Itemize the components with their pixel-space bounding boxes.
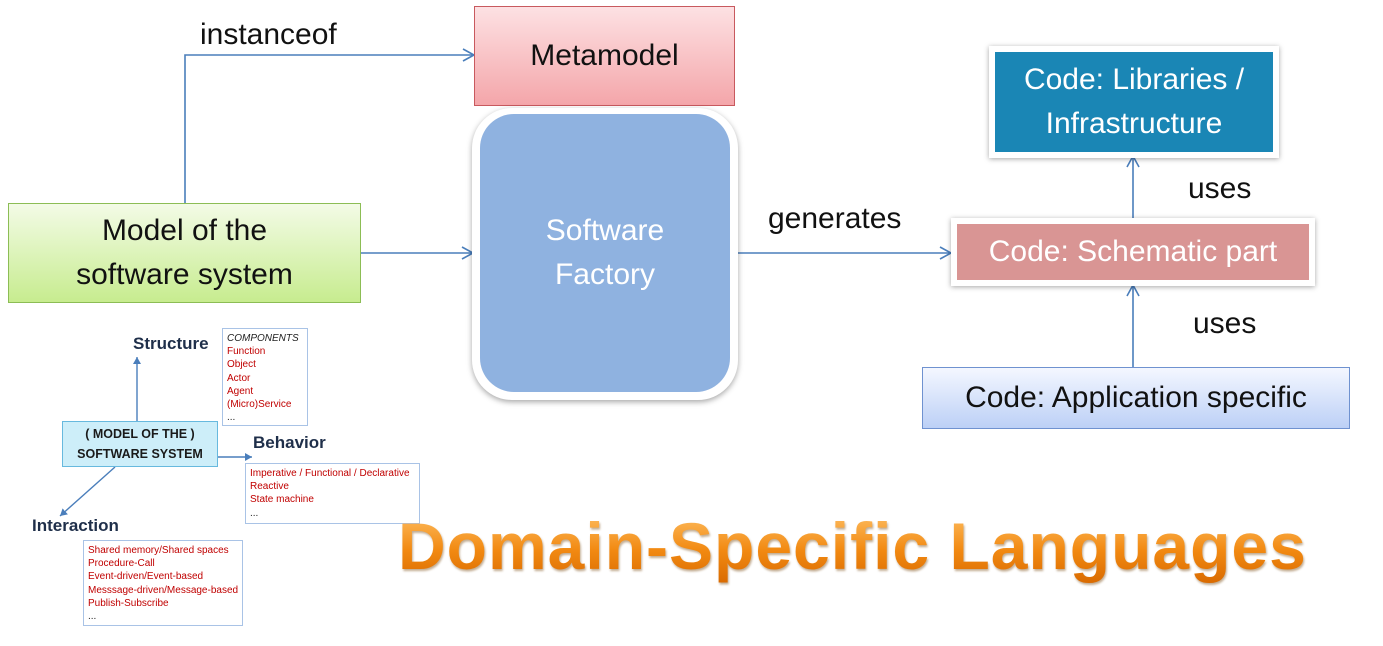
behavior-item: State machine	[250, 494, 314, 506]
interaction-arrow	[59, 466, 116, 517]
model-line2: software system	[76, 258, 293, 291]
uses-top-label: uses	[1188, 172, 1252, 205]
behavior-item: Reactive	[250, 481, 289, 493]
schematic-label: Code: Schematic part	[988, 235, 1278, 268]
behavior-title: Behavior	[253, 433, 326, 452]
structure-item: Agent	[227, 385, 254, 397]
uses-bottom-label: uses	[1193, 307, 1257, 340]
structure-header: COMPONENTS	[227, 333, 299, 344]
behavior-item: Imperative / Functional / Declarative	[250, 468, 410, 479]
libs-line2: Infrastructure	[1045, 107, 1223, 140]
interaction-item: Publish-Subscribe	[88, 597, 169, 609]
application-label: Code: Application specific	[965, 381, 1307, 414]
interaction-ellipsis: ...	[88, 611, 97, 623]
structure-ellipsis: ...	[227, 412, 236, 424]
msys-line2: SOFTWARE SYSTEM	[77, 447, 203, 461]
metamodel-box: Metamodel	[474, 6, 735, 106]
structure-title: Structure	[133, 334, 209, 353]
behavior-ellipsis: ...	[250, 507, 259, 519]
structure-item: Actor	[227, 372, 251, 384]
interaction-item: Procedure-Call	[88, 558, 155, 570]
page-title: Domain-Specific Languages	[398, 509, 1307, 583]
instanceof-label: instanceof	[200, 18, 337, 51]
model-of-software-system-box: ( MODEL OF THE ) SOFTWARE SYSTEM	[62, 421, 218, 467]
libraries-box: Code: Libraries / Infrastructure	[995, 52, 1273, 152]
software-factory-box: Software Factory	[480, 114, 730, 392]
structure-item: Function	[227, 346, 266, 358]
interaction-list: Shared memory/Shared spaces Procedure-Ca…	[83, 540, 243, 626]
model-box: Model of the software system	[8, 203, 361, 303]
model-line1: Model of the	[101, 214, 268, 247]
interaction-item: Shared memory/Shared spaces	[88, 545, 229, 556]
structure-item: Object	[227, 359, 256, 371]
libs-line1: Code: Libraries /	[1023, 63, 1245, 96]
instanceof-arrow	[184, 48, 476, 203]
interaction-item: Messsage-driven/Message-based	[88, 584, 239, 596]
factory-line1: Software	[545, 214, 665, 247]
structure-item: (Micro)Service	[227, 399, 292, 411]
schematic-box: Code: Schematic part	[957, 224, 1309, 280]
structure-list: COMPONENTS Function Object Actor Agent (…	[222, 328, 308, 426]
msys-line1: ( MODEL OF THE )	[85, 427, 195, 441]
generates-label: generates	[768, 202, 902, 235]
behavior-list: Imperative / Functional / Declarative Re…	[245, 463, 420, 524]
interaction-item: Event-driven/Event-based	[88, 571, 204, 583]
application-box: Code: Application specific	[922, 367, 1350, 429]
interaction-title: Interaction	[32, 516, 119, 535]
factory-line2: Factory	[554, 258, 655, 291]
metamodel-label: Metamodel	[530, 39, 679, 72]
